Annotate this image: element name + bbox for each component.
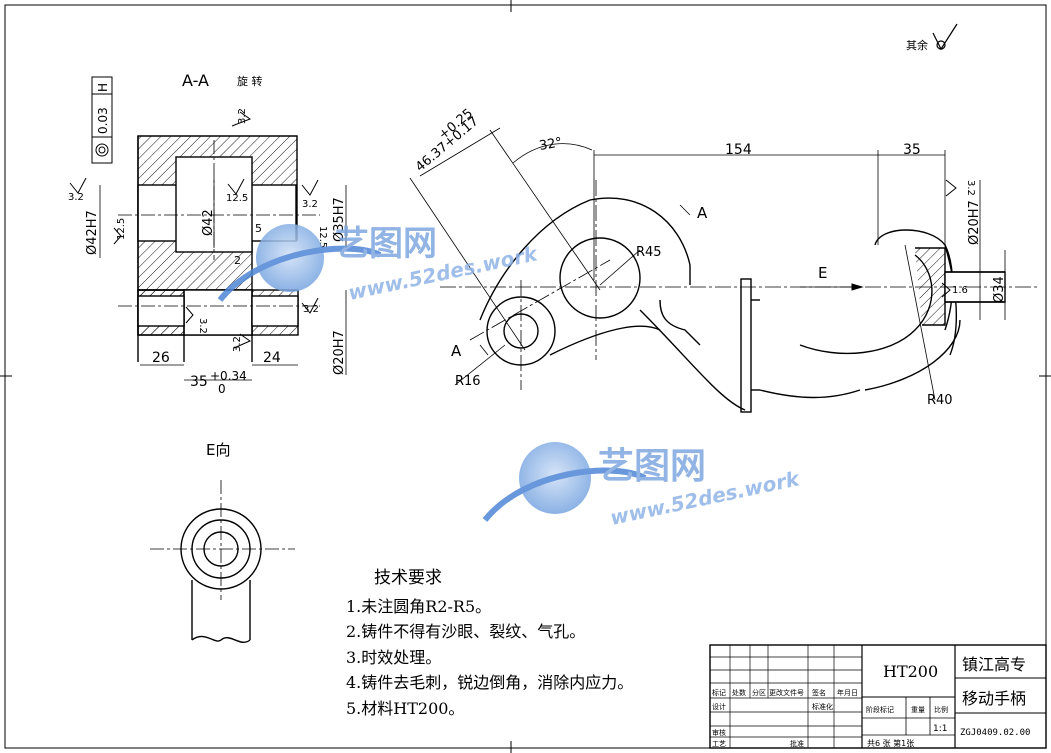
title-sheets: 共6 张 第1张 [867,738,914,748]
dim-24: 24 [263,350,281,366]
roughness-3-2-c: 3.2 [237,108,248,124]
title-school: 镇江高专 [962,655,1026,674]
th-sign: 签名 [812,688,826,697]
title-part-name: 移动手柄 [962,689,1026,708]
view-e-title: E向 [206,441,230,459]
roughness-3-2-main: 3.2 [965,180,976,196]
other-roughness-label: 其余 [906,38,928,52]
roughness-3-2-f: 3.2 [303,304,319,315]
th-doc: 更改文件号 [769,688,804,697]
th-check: 审核 [712,728,726,737]
th-stage: 阶段标记 [866,705,894,714]
roughness-3-2-e: 3.2 [232,336,243,352]
dim-2: 2 [234,254,241,267]
section-rotated-label: 旋 转 [237,74,263,88]
th-zone: 分区 [752,688,766,697]
roughness-3-2-a: 3.2 [68,192,84,203]
roughness-icon [932,23,958,51]
th-mark: 标记 [712,688,726,697]
dim-r40: R40 [927,393,953,408]
view-mark-e: E [818,264,827,282]
watermark-brand-top: 艺图网 [335,224,437,264]
section-mark-a-bottom: A [451,342,462,360]
th-process: 工艺 [712,740,726,748]
roughness-12-5-c: 12.5 [317,226,328,248]
dim-phi42h7: Ø42H7 [85,210,100,255]
requirement-item: 5.材料HT200。 [346,698,465,718]
dim-r45: R45 [636,245,662,260]
section-dim-lines [99,177,347,381]
dim-26: 26 [152,350,170,366]
dim-35: 35 [190,374,208,390]
requirement-item: 1.未注圆角R2-R5。 [346,596,492,616]
dim-angle-32: 32° [538,135,563,154]
th-std: 标准化 [812,702,833,711]
roughness-symbols-section [69,111,319,349]
other-roughness-note: 其余 [906,23,958,52]
view-e-centerlines [150,480,295,600]
th-count: 处数 [732,688,746,697]
title-material: HT200 [883,662,938,681]
view-e: E向 [150,441,295,643]
dim-r16: R16 [455,374,481,389]
geometric-tolerance-frame: 0.03 H [91,76,113,164]
concentricity-icon [95,143,109,157]
title-scale: 1:1 [933,724,947,734]
section-mark-a-top: A [697,204,708,222]
th-date: 年月日 [837,688,858,697]
dim-35-right: 35 [903,142,921,158]
title-block [709,644,1047,749]
requirement-item: 3.时效处理。 [346,647,442,667]
dim-phi42: Ø42 [201,209,216,236]
section-a-a-title: A-A [182,71,209,90]
dim-phi20h7-right: Ø20H7 [967,200,982,245]
roughness-12-5-a: 12.5 [226,193,248,204]
tolerance-value: 0.03 [96,107,110,134]
view-e-arrow [800,283,864,291]
roughness-3-2-d: 3.2 [197,318,208,334]
roughness-1-6-main: 1.6 [952,285,968,296]
tolerance-datum: H [96,83,110,92]
dim-phi34: Ø34 [992,276,1007,303]
title-drawing-no: ZGJ0409.02.00 [960,728,1030,738]
main-dim-lines [409,127,1006,401]
dim-phi20h7-left: Ø20H7 [332,330,347,375]
section-a-a: A-A 旋 转 0.03 H [68,71,347,396]
roughness-3-2-b: 3.2 [302,199,318,210]
dim-35-upper: +0.34 [210,369,247,383]
th-weight: 重量 [911,706,925,714]
main-centerlines [440,180,1040,390]
requirements-title: 技术要求 [374,568,442,588]
dim-5: 5 [255,222,262,235]
watermark-brand-bottom: 艺图网 [598,446,706,487]
th-approve: 批准 [790,739,804,748]
dim-phi35h7: Ø35H7 [332,197,347,242]
roughness-12-5-b: 12.5 [116,218,127,240]
th-scale: 比例 [934,705,948,714]
technical-requirements: 技术要求 1.未注圆角R2-R5。 2.铸件不得有沙眼、裂纹、气孔。 3.时效处… [346,566,633,721]
title-block-text: HT200 镇江高专 移动手柄 ZGJ0409.02.00 1:1 共6 张 第… [712,655,1030,748]
requirement-item: 4.铸件去毛刺，锐边倒角，消除内应力。 [346,673,634,692]
th-design: 设计 [712,702,726,711]
dim-154: 154 [725,142,752,158]
requirement-item: 2.铸件不得有沙眼、裂纹、气孔。 [346,622,586,641]
dim-35-lower: 0 [218,382,226,396]
watermark-logo-bottom: 艺图网 www.52des.work [482,442,803,530]
roughness-symbols-main [941,179,957,298]
